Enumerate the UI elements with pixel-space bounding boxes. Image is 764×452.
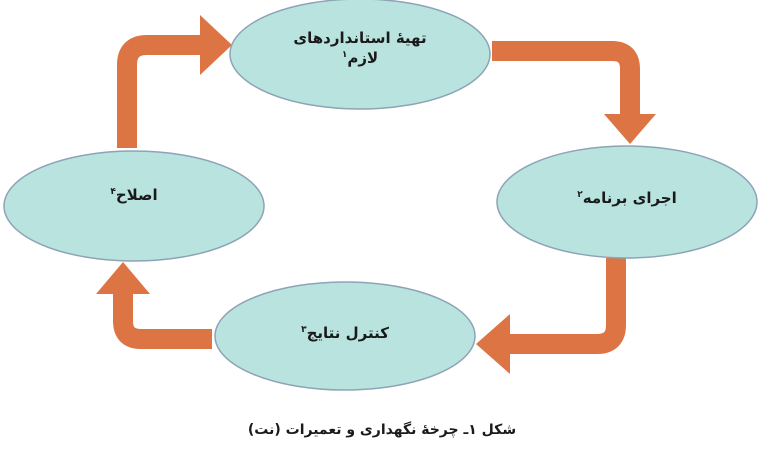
- node-control: [214, 281, 476, 391]
- correction-label-text: اصلاح: [115, 186, 158, 204]
- arrow-execution-to-control: [476, 258, 626, 374]
- standards-label: تهیهٔ استانداردهای لازم۱: [230, 28, 490, 68]
- arrow-control-to-correction: [96, 262, 212, 349]
- standards-footnote: ۱: [341, 50, 348, 60]
- figure-caption: شکل ۱ـ چرخهٔ نگهداری و تعمیرات (نت): [247, 422, 517, 438]
- execution-label: اجرای برنامه۲: [497, 188, 757, 208]
- control-label-text: کنترل نتایج: [306, 324, 389, 342]
- correction-label: اصلاح۴: [4, 185, 264, 205]
- node-correction: [3, 150, 265, 262]
- arrow-standards-to-execution: [492, 41, 656, 144]
- node-standards: [229, 0, 491, 110]
- control-footnote: ۳: [301, 325, 307, 335]
- standards-label-line1: تهیهٔ استانداردهای: [293, 29, 427, 47]
- standards-label-line2-wrap: لازم۱: [230, 48, 490, 68]
- node-execution: [496, 145, 758, 259]
- control-label: کنترل نتایج۳: [215, 323, 475, 343]
- execution-label-text: اجرای برنامه: [582, 189, 677, 207]
- correction-footnote: ۴: [110, 187, 116, 197]
- arrow-correction-to-standards: [117, 15, 232, 148]
- standards-label-line2: لازم: [347, 49, 379, 67]
- execution-footnote: ۲: [577, 190, 583, 200]
